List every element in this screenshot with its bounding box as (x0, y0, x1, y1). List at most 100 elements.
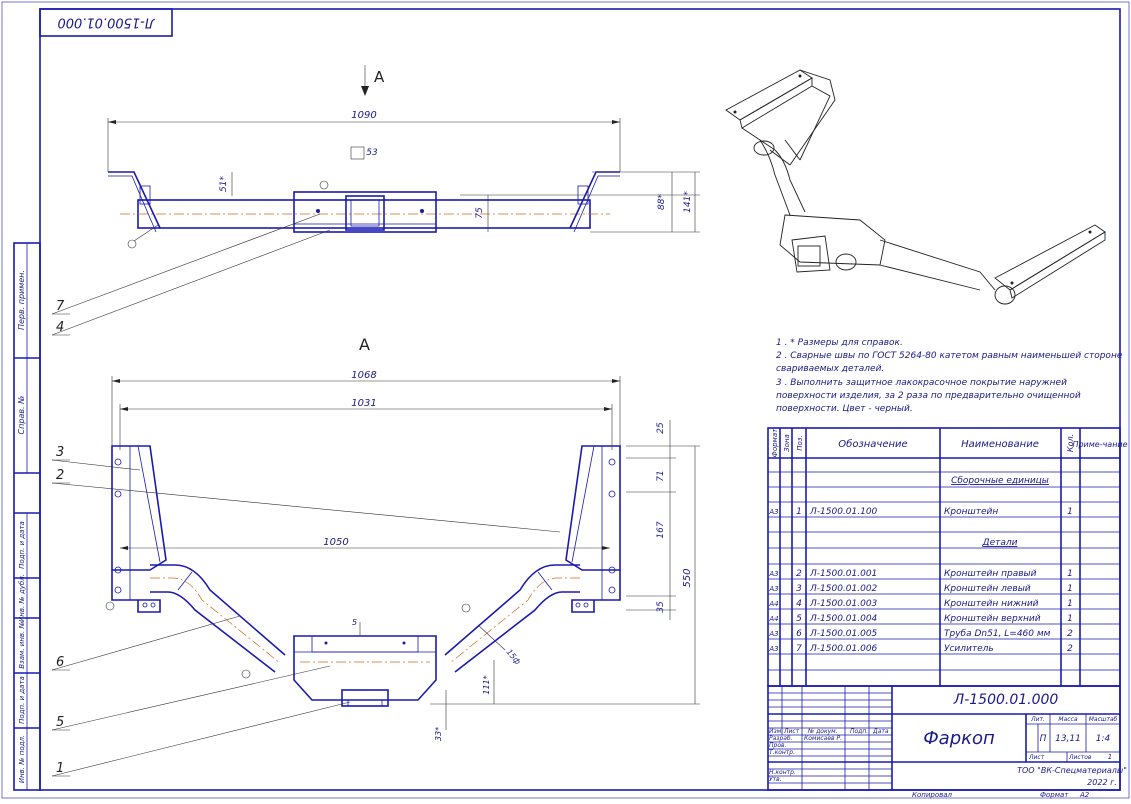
label-scale: Масштаб (1089, 716, 1118, 723)
title-code: Л-1500.01.000 (953, 692, 1059, 708)
callout-2: 2 (56, 468, 64, 483)
view-arrow-label: А (374, 68, 385, 86)
row-qty: 1 (1067, 614, 1073, 624)
section-assembly: Сборочные единицы (951, 476, 1049, 486)
razrab-name: Комисаев Р. (804, 735, 842, 742)
row-designation: Л-1500.01.005 (809, 629, 878, 639)
strip-label-4: Инв. № дубл. (18, 574, 26, 622)
dim-35: 35 (656, 601, 666, 613)
callout-4: 4 (56, 320, 64, 335)
spec-row-3: А3 3 Л-1500.01.002 Кронштейн левый 1 (768, 584, 1072, 594)
note-line-1: 1 . * Размеры для справок. (776, 338, 903, 348)
section-parts: Детали (982, 538, 1018, 548)
callout-3: 3 (56, 445, 64, 460)
row-designation: Л-1500.01.004 (809, 614, 878, 624)
hdr-sign: Подп. (850, 728, 868, 735)
row-format: А4 (768, 615, 778, 623)
hdr-list: Лист (783, 728, 800, 735)
dim-5: 5 (352, 618, 357, 627)
dim-111: 111* (482, 675, 491, 694)
title-block: Л-1500.01.000 Фаркоп Изм. Лист № докум. … (767, 685, 1127, 791)
callout-7: 7 (56, 299, 65, 314)
strip-label-5: Взам. инв. № (18, 621, 26, 669)
value-sheets: 1 (1108, 753, 1112, 761)
row-format: А3 (768, 630, 778, 638)
hdr-name: Наименование (961, 439, 1039, 450)
bottom-format-label: Формат (1040, 791, 1069, 799)
row-qty: 1 (1067, 569, 1073, 579)
hdr-date: Дата (872, 728, 889, 735)
row-name: Труба Dn51, L=460 мм (944, 629, 1051, 639)
top-view: А 1090 53 88* 141* (107, 65, 700, 249)
dim-1090: 1090 (351, 110, 376, 121)
stamp-box (39, 8, 173, 37)
label-nkontr: Н.контр. (769, 769, 796, 776)
note-line-2: 2 . Сварные швы по ГОСТ 5264-80 катетом … (776, 351, 1123, 361)
callout-1: 1 (56, 761, 64, 776)
dim-141: 141* (683, 191, 693, 213)
row-name: Кронштейн нижний (944, 599, 1039, 609)
label-tkontr: Т.контр. (769, 749, 795, 756)
spec-row-6: А3 6 Л-1500.01.005 Труба Dn51, L=460 мм … (768, 629, 1073, 639)
dim-25: 25 (656, 422, 666, 434)
dim-88: 88* (657, 194, 667, 210)
hdr-izm: Изм. (769, 728, 783, 735)
spec-row-1: А3 1 Л-1500.01.100 Кронштейн 1 (768, 507, 1072, 517)
dim-33: 33* (434, 727, 443, 741)
row-designation: Л-1500.01.100 (809, 507, 878, 517)
row-name: Кронштейн (944, 507, 998, 517)
hdr-doc: № докум. (807, 728, 838, 735)
strip-label-7: Инв. № подл. (18, 735, 26, 783)
row-designation: Л-1500.01.002 (809, 584, 878, 594)
spec-row-4: А4 4 Л-1500.01.003 Кронштейн нижний 1 (768, 599, 1072, 609)
value-lit: П (1040, 734, 1047, 744)
dim-1031: 1031 (351, 398, 376, 409)
row-pos: 5 (796, 614, 802, 624)
row-pos: 6 (796, 629, 802, 639)
row-format: А3 (768, 508, 778, 516)
strip-label-3: Подп. и дата (18, 521, 26, 569)
row-format: А3 (768, 645, 778, 653)
technical-notes: 1 . * Размеры для справок. 2 . Сварные ш… (776, 338, 1123, 414)
view-a: А 1068 1031 (105, 335, 700, 741)
row-name: Усилитель (944, 644, 994, 654)
label-sheets: Листов (1068, 754, 1092, 761)
row-format: А4 (768, 600, 778, 608)
spec-table: Формат Зона Поз. Обозначение Наименовани… (767, 427, 1128, 687)
row-qty: 1 (1067, 584, 1073, 594)
left-strip: Перв. примен. Справ. № Подп. и дата Инв.… (13, 242, 41, 791)
dim-167: 167 (656, 521, 666, 538)
dim-51: 51* (219, 176, 229, 192)
strip-label-6: Подп. и дата (18, 676, 26, 724)
value-scale: 1:4 (1096, 734, 1111, 744)
dim-1050: 1050 (323, 537, 348, 548)
dim-1068: 1068 (351, 370, 376, 381)
dim-15: 15ф (504, 648, 522, 667)
row-name: Кронштейн верхний (944, 614, 1041, 624)
row-qty: 2 (1067, 629, 1073, 639)
note-line-6: поверхности. Цвет - черный. (776, 404, 913, 414)
value-mass: 13,11 (1055, 734, 1081, 744)
row-name: Кронштейн левый (944, 584, 1031, 594)
org-year: 2022 г. (1087, 778, 1117, 787)
callout-leaders-a: 3 2 6 5 1 (51, 445, 561, 777)
row-name: Кронштейн правый (944, 569, 1037, 579)
row-pos: 4 (796, 599, 802, 609)
label-sheet: Лист (1028, 754, 1045, 761)
dim-53: 53 (366, 148, 378, 158)
row-pos: 3 (796, 584, 802, 594)
hdr-qty: Кол. (1066, 434, 1075, 452)
note-line-4: 3 . Выполнить защитное лакокрасочное пок… (776, 378, 1067, 388)
row-qty: 1 (1067, 599, 1073, 609)
label-mass: Масса (1058, 716, 1077, 723)
callout-leaders: 7 4 (51, 213, 331, 336)
row-pos: 7 (796, 644, 802, 654)
dim-71: 71 (656, 470, 666, 481)
label-utv: Утв. (769, 776, 782, 783)
dim-75: 75 (475, 207, 485, 219)
strip-label-2: Справ. № (17, 396, 26, 435)
spec-row-7: А3 7 Л-1500.01.006 Усилитель 2 (768, 644, 1073, 654)
hdr-designation: Обозначение (838, 438, 907, 450)
